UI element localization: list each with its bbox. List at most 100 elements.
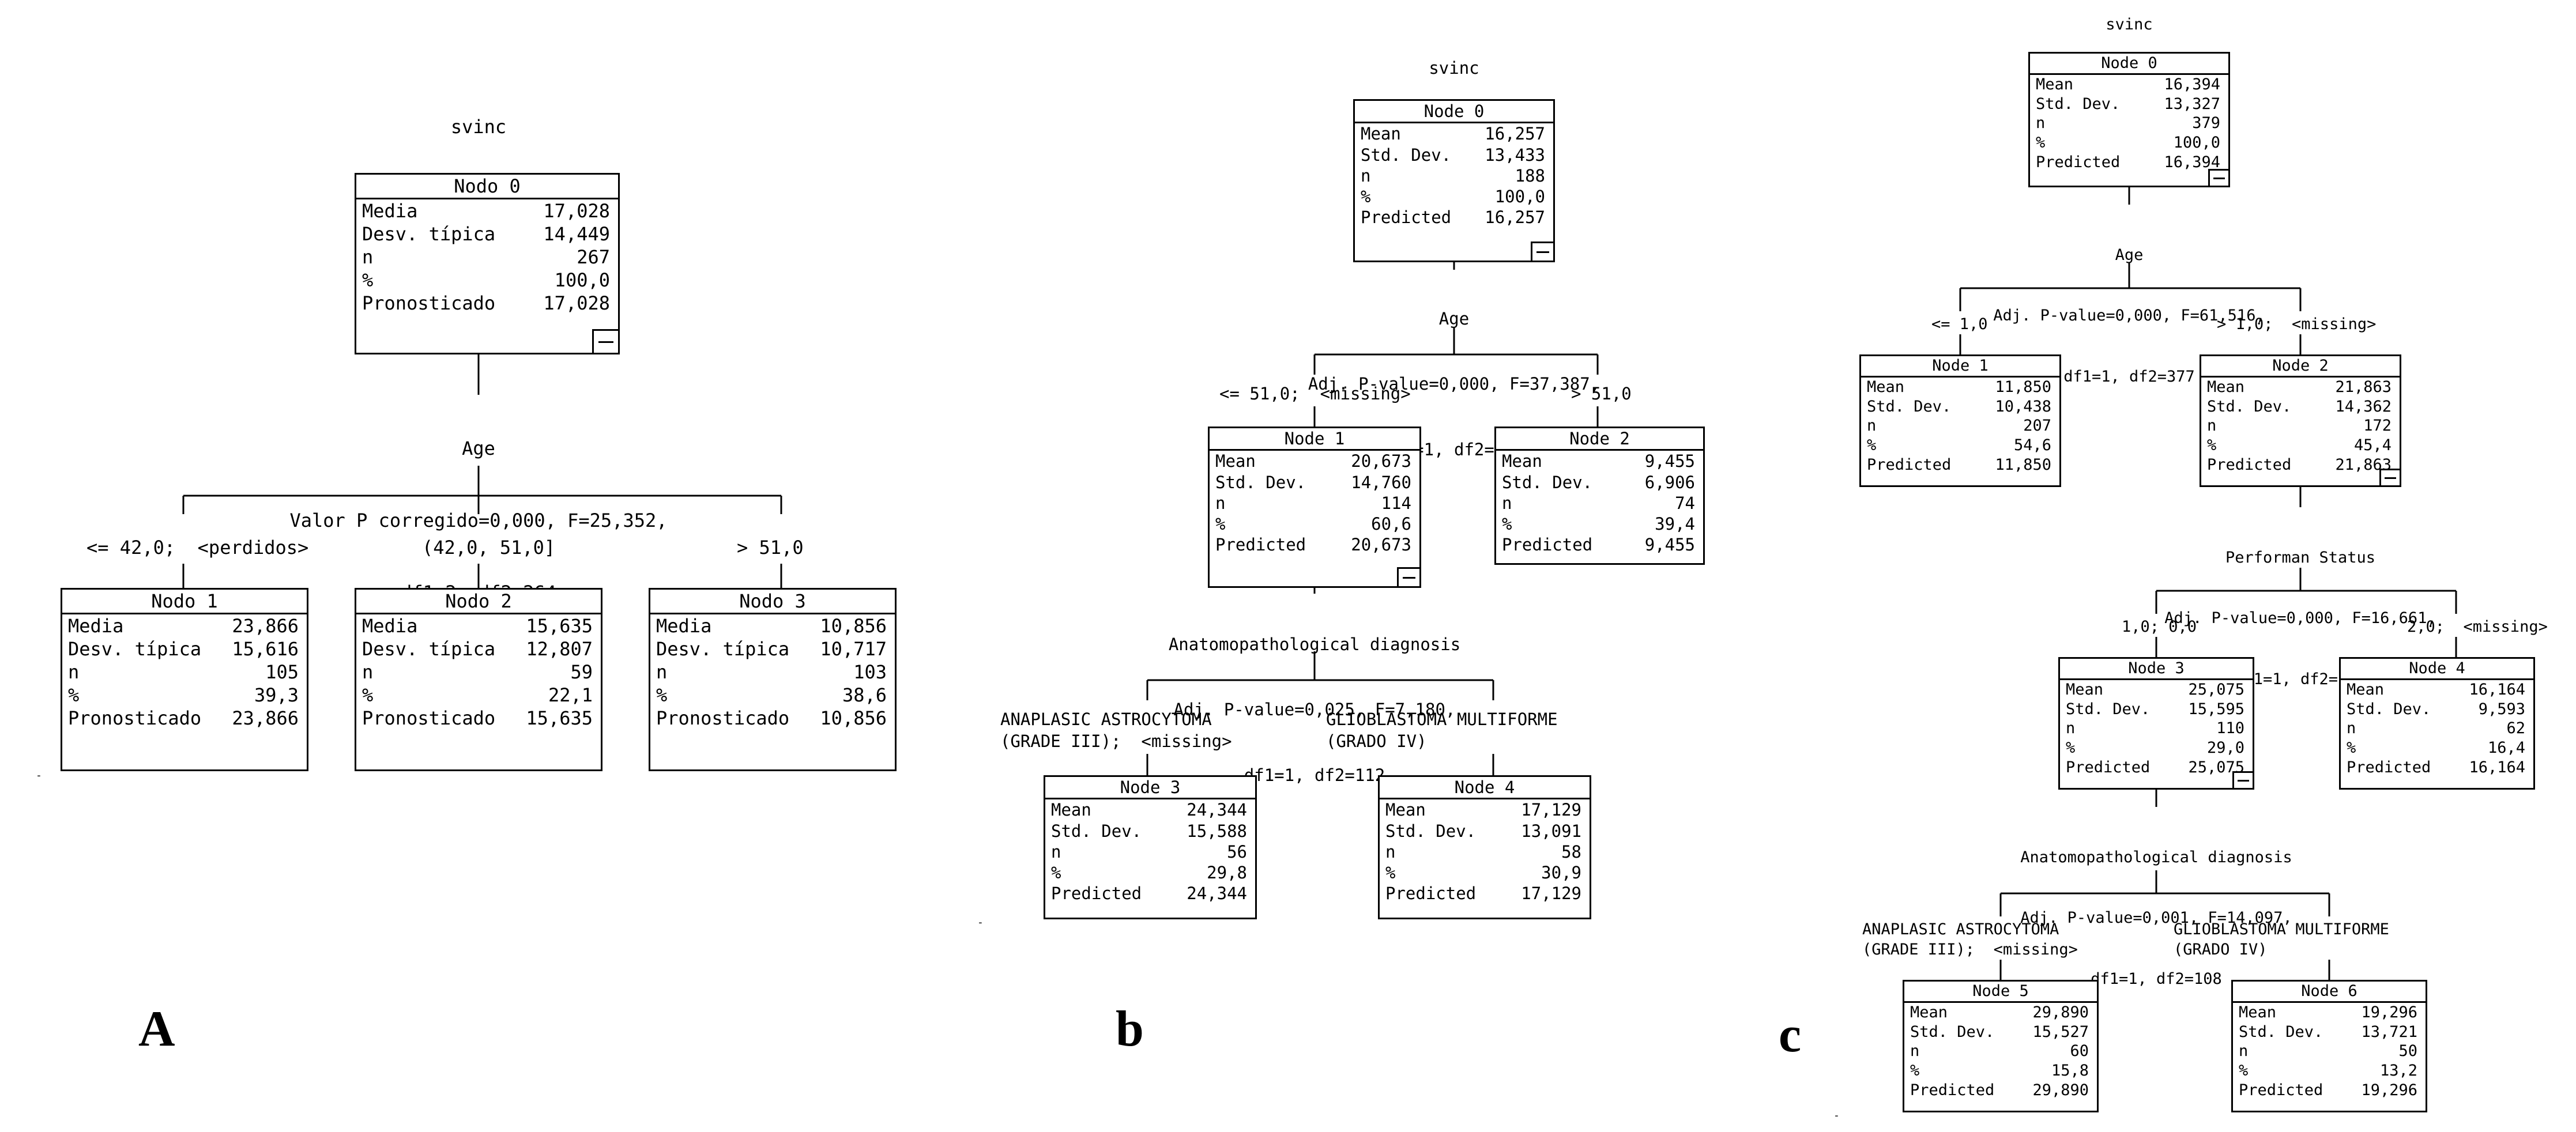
node-header: Node 0: [1355, 101, 1553, 124]
stat-label: Mean: [2066, 680, 2104, 699]
stat-label: Mean: [1051, 800, 1091, 820]
stat-label: Desv. típica: [362, 638, 496, 660]
split-stats: Adj. P-value=0,000, F=16,661,: [2164, 609, 2436, 628]
stat-value: 29,890: [2032, 1081, 2089, 1099]
split-variable: Age: [1438, 309, 1470, 329]
stat-label: Mean: [1502, 451, 1542, 471]
stat-label: n: [2036, 114, 2046, 133]
stat-value: 10,856: [820, 707, 887, 729]
stat-label: %: [2036, 134, 2046, 152]
stat-value: 59: [570, 661, 593, 683]
stat-label: Predicted: [1867, 455, 1952, 474]
stat-label: Std. Dev.: [2239, 1022, 2323, 1041]
collapse-toggle-icon[interactable]: [592, 329, 620, 354]
stat-value: 11,850: [1995, 378, 2051, 396]
stat-value: 16,4: [2487, 739, 2525, 757]
stat-label: Media: [656, 615, 712, 637]
stat-label: n: [1502, 493, 1512, 513]
stat-label: Desv. típica: [362, 223, 496, 245]
stat-label: n: [1910, 1042, 1920, 1061]
stat-label: %: [68, 684, 80, 706]
stat-label: n: [2066, 719, 2076, 738]
stat-label: Std. Dev.: [2207, 397, 2292, 416]
stat-value: 9,455: [1644, 451, 1695, 471]
stat-label: Mean: [2239, 1003, 2277, 1021]
stat-value: 22,1: [548, 684, 593, 706]
stat-label: Predicted: [1910, 1081, 1995, 1099]
split-stats: Adj. P-value=0,025, F=7,180,: [1173, 700, 1456, 720]
tick-mark: -: [36, 769, 42, 782]
stat-value: 30,9: [1541, 863, 1581, 882]
stat-value: 60: [2070, 1042, 2089, 1061]
node-header: Node 5: [1904, 982, 2097, 1003]
stat-value: 16,257: [1485, 124, 1545, 144]
stat-value: 15,635: [526, 707, 593, 729]
node-header: Node 0: [2030, 54, 2228, 75]
stat-value: 56: [1227, 842, 1247, 862]
stat-value: 17,028: [543, 292, 610, 314]
panel-letter: b: [1116, 1001, 1144, 1057]
stat-value: 21,863: [2335, 378, 2392, 396]
branch-label: > 1,0; <missing>: [2217, 315, 2377, 333]
stat-label: n: [656, 661, 668, 683]
split-info: Anatomopathological diagnosis Adj. P-val…: [2020, 807, 2292, 1029]
node-header: Node 3: [1045, 777, 1255, 800]
collapse-toggle-icon[interactable]: [1531, 242, 1555, 262]
stat-value: 15,595: [2188, 700, 2244, 718]
stat-label: Predicted: [2347, 758, 2431, 776]
collapse-toggle-icon[interactable]: [2379, 469, 2401, 487]
stat-value: 9,593: [2478, 700, 2525, 718]
branch-label: > 51,0: [737, 537, 804, 559]
collapse-toggle-icon[interactable]: [1397, 567, 1421, 588]
stat-label: %: [1051, 863, 1061, 882]
stat-value: 15,635: [526, 615, 593, 637]
stat-label: %: [2207, 436, 2217, 454]
stat-label: n: [1385, 842, 1396, 862]
node-header: Node 4: [1380, 777, 1590, 800]
stat-label: %: [2239, 1062, 2249, 1080]
stat-label: Predicted: [2207, 455, 2292, 474]
stat-value: 54,6: [2013, 436, 2051, 454]
node-header: Node 4: [2341, 659, 2533, 680]
stat-label: Predicted: [1502, 535, 1593, 555]
stat-value: 24,344: [1187, 884, 1247, 904]
collapse-toggle-icon[interactable]: [2208, 169, 2230, 187]
stat-value: 9,455: [1644, 535, 1695, 555]
stat-label: n: [362, 661, 374, 683]
stat-value: 45,4: [2353, 436, 2392, 454]
stat-label: %: [1910, 1062, 1920, 1080]
stat-label: %: [1215, 514, 1226, 534]
stat-value: 20,673: [1351, 451, 1411, 471]
stat-value: 29,0: [2206, 739, 2244, 757]
node-header: Nodo 0: [356, 175, 618, 199]
stat-label: %: [362, 269, 374, 291]
stat-label: Mean: [1385, 800, 1426, 820]
stat-label: Mean: [1867, 378, 1905, 396]
stat-value: 39,3: [254, 684, 299, 706]
stat-label: Media: [362, 200, 418, 222]
stat-value: 100,0: [1494, 187, 1545, 206]
stat-value: 267: [577, 246, 610, 268]
stat-label: Std. Dev.: [1051, 821, 1142, 841]
stat-value: 11,850: [1995, 455, 2051, 474]
collapse-toggle-icon[interactable]: [2232, 771, 2254, 790]
panel-letter: c: [1779, 1007, 1802, 1063]
stat-label: %: [656, 684, 668, 706]
stat-label: n: [1361, 165, 1371, 186]
stat-value: 379: [2192, 114, 2220, 133]
stat-value: 50: [2398, 1042, 2417, 1061]
split-stats: Adj. P-value=0,001, F=14,097,: [2020, 909, 2292, 927]
